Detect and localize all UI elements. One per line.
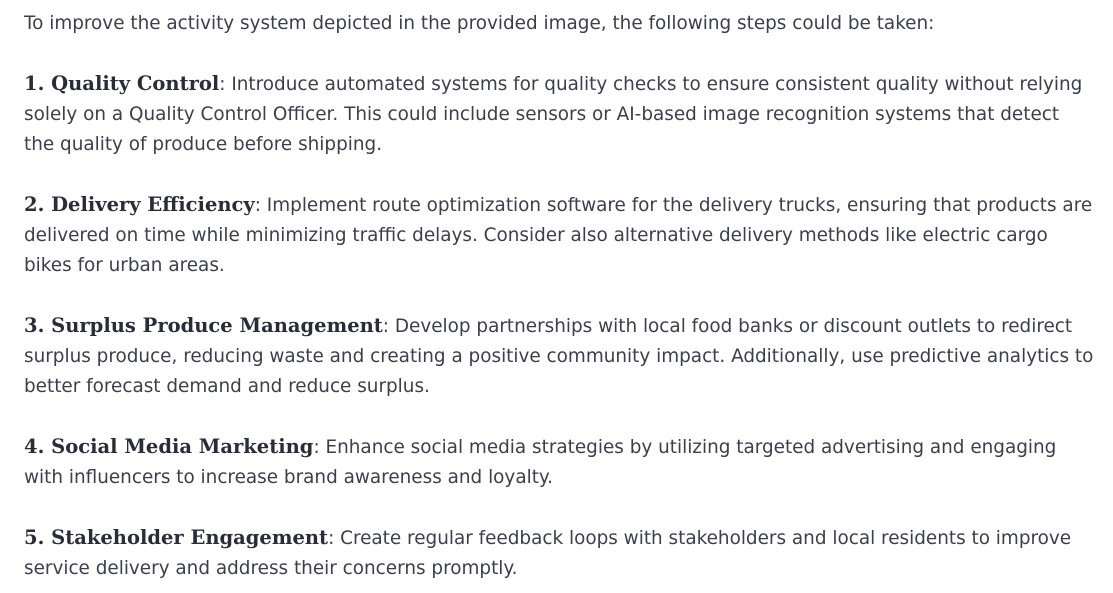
item-text: : Introduce automated systems for qualit… xyxy=(24,74,1083,155)
item-text: : Develop partnerships with local food b… xyxy=(24,316,1094,397)
item-text: : Create regular feedback loops with sta… xyxy=(24,528,1072,579)
item-heading: 1. Quality Control xyxy=(24,72,220,95)
response-text: To improve the activity system depicted … xyxy=(24,9,1094,584)
list-item-delivery-efficiency: 2. Delivery Efficiency: Implement route … xyxy=(24,190,1094,281)
item-heading: 2. Delivery Efficiency xyxy=(24,193,255,216)
list-item-surplus-produce: 3. Surplus Produce Management: Develop p… xyxy=(24,311,1094,402)
item-heading: 3. Surplus Produce Management xyxy=(24,314,383,337)
list-item-stakeholder: 5. Stakeholder Engagement: Create regula… xyxy=(24,523,1094,584)
item-heading: 4. Social Media Marketing xyxy=(24,435,314,458)
intro-paragraph: To improve the activity system depicted … xyxy=(24,13,935,34)
item-text: : Implement route optimization software … xyxy=(24,195,1093,276)
item-heading: 5. Stakeholder Engagement xyxy=(24,526,329,549)
list-item-social-media: 4. Social Media Marketing: Enhance socia… xyxy=(24,432,1094,493)
list-item-quality-control: 1. Quality Control: Introduce automated … xyxy=(24,69,1094,160)
item-text: : Enhance social media strategies by uti… xyxy=(24,437,1057,488)
